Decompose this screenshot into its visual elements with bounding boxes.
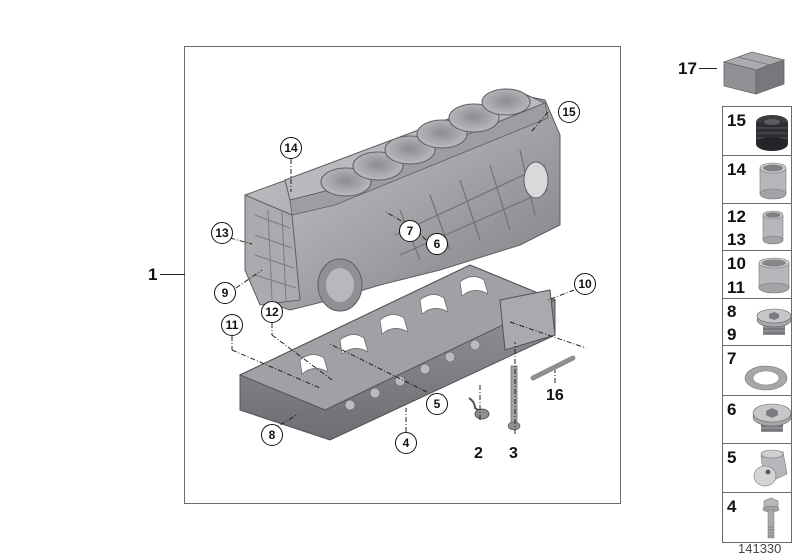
callout-14[interactable]: 14 — [280, 137, 302, 159]
bedplate — [238, 264, 557, 441]
loose-part-16-pin — [530, 355, 576, 381]
assembly-ref-label[interactable]: 1 — [148, 265, 158, 284]
part-number: 15 — [727, 111, 746, 130]
callout-11[interactable]: 11 — [221, 314, 243, 336]
part-row-12-13[interactable]: 12 13 — [723, 204, 791, 251]
part-number: 11 — [727, 278, 745, 297]
part-row-4[interactable]: 4 — [723, 493, 791, 542]
repair-kit-box-icon[interactable] — [718, 48, 790, 98]
callout-13[interactable]: 13 — [211, 222, 233, 244]
part-row-5[interactable]: 5 — [723, 444, 791, 493]
label-16[interactable]: 16 — [546, 387, 564, 404]
dowel-sleeve-small-icon — [762, 210, 784, 245]
gasket-ring-icon — [744, 365, 788, 391]
part-number: 4 — [727, 497, 737, 516]
dowel-sleeve-large-icon — [759, 162, 787, 200]
parts-list: 15 14 12 13 10 11 — [722, 106, 792, 543]
hex-bolt-icon — [762, 497, 780, 539]
part-row-8-9[interactable]: 8 9 — [723, 299, 792, 346]
callout-10[interactable]: 10 — [574, 273, 596, 295]
callout-7[interactable]: 7 — [399, 220, 421, 242]
screw-plug-hex-icon — [752, 403, 792, 432]
part-number: 14 — [727, 160, 746, 179]
label-2[interactable]: 2 — [474, 445, 483, 462]
sealing-plug-icon — [756, 115, 788, 151]
part-row-6[interactable]: 6 — [723, 396, 792, 444]
leader-lines — [229, 111, 587, 434]
kit-leader-line — [699, 68, 717, 70]
part-number: 8 — [727, 302, 737, 321]
part-row-7[interactable]: 7 — [723, 346, 791, 396]
kit-ref-label[interactable]: 17 — [678, 59, 697, 78]
part-row-10-11[interactable]: 10 11 — [723, 251, 791, 299]
part-number: 9 — [727, 325, 737, 344]
callout-9[interactable]: 9 — [214, 282, 236, 304]
callout-8[interactable]: 8 — [261, 424, 283, 446]
part-number: 6 — [727, 400, 737, 419]
callout-6[interactable]: 6 — [426, 233, 448, 255]
part-row-15[interactable]: 15 — [723, 107, 791, 156]
part-number: 10 — [727, 254, 746, 273]
plug-cap-icon — [753, 449, 788, 487]
assembly-leader-line — [160, 274, 185, 276]
callout-5[interactable]: 5 — [426, 393, 448, 415]
callout-15[interactable]: 15 — [558, 101, 580, 123]
callout-4[interactable]: 4 — [395, 432, 417, 454]
screw-plug-icon — [756, 308, 792, 335]
part-row-14[interactable]: 14 — [723, 156, 791, 204]
loose-part-3-bolt — [507, 365, 521, 431]
dowel-sleeve-wide-icon — [758, 257, 790, 294]
label-3[interactable]: 3 — [509, 445, 518, 462]
part-number: 7 — [727, 349, 737, 368]
part-number: 5 — [727, 448, 737, 467]
diagram-id: 141330 — [738, 541, 782, 556]
part-number: 12 — [727, 207, 746, 226]
part-number: 13 — [727, 230, 746, 249]
cylinder-block — [244, 88, 561, 312]
loose-part-2 — [468, 397, 490, 420]
callout-12[interactable]: 12 — [261, 301, 283, 323]
